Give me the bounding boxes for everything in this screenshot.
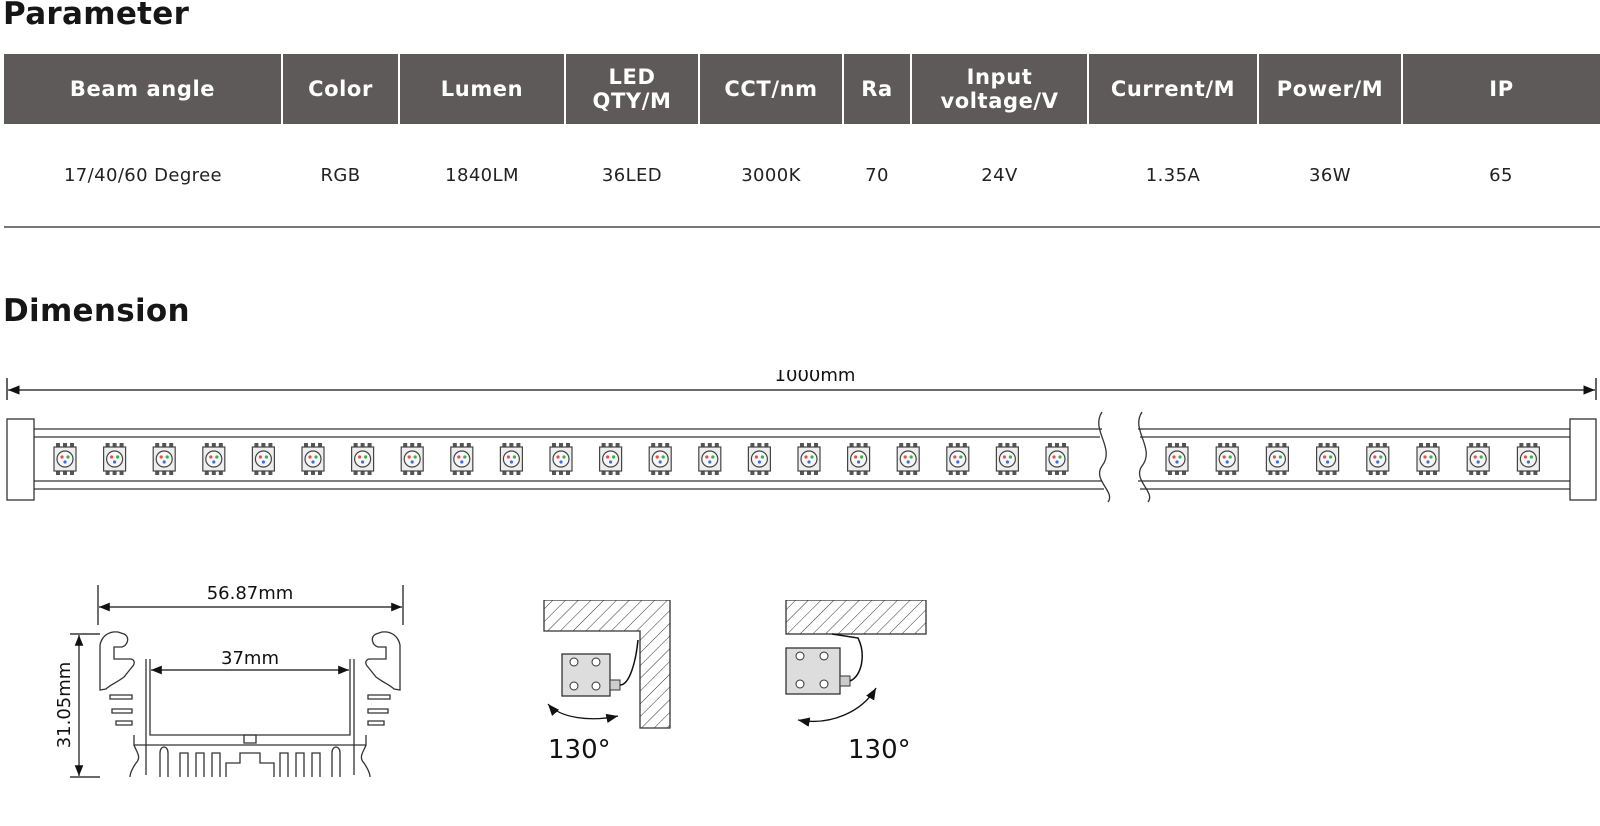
led-chip [1416, 443, 1440, 475]
cell-color: RGB [282, 124, 399, 228]
length-dimension: 1000mm [6, 370, 1597, 400]
cell-ip: 65 [1402, 124, 1600, 228]
header-current: Current/M [1088, 54, 1259, 124]
profile-height-label: 31.05mm [54, 662, 75, 749]
led-chip [846, 443, 871, 475]
length-label: 1000mm [775, 370, 856, 386]
wall-mount-drawing: 130° [543, 600, 671, 765]
parameter-section-title: Parameter [3, 0, 190, 32]
inner-width-label: 37mm [221, 648, 279, 669]
header-led-qty: LED QTY/M [565, 54, 700, 124]
ceiling-mount-drawing: 130° [785, 600, 927, 765]
led-chip [1516, 443, 1541, 475]
led-chip [400, 443, 424, 475]
led-chip [598, 443, 623, 475]
bar-right-segment [1138, 411, 1597, 503]
led-chip [301, 443, 325, 475]
angle-2-label: 130° [848, 735, 911, 765]
led-bar-drawing: 1000mm [6, 370, 1597, 503]
led-chip [102, 443, 127, 475]
inner-width-dimension: 37mm [151, 648, 349, 675]
profile-outline [99, 631, 401, 778]
table-header-row: Beam angle Color Lumen LED QTY/M CCT/nm … [4, 54, 1600, 124]
header-color: Color [282, 54, 400, 124]
led-chip [450, 443, 474, 475]
wall-hatch [543, 600, 671, 729]
cell-lumen: 1840LM [399, 124, 565, 228]
led-chip [995, 443, 1020, 475]
cell-cct: 3000K [699, 124, 843, 228]
dimension-section-title: Dimension [3, 293, 190, 329]
profile-width-dimension: 56.87mm [97, 585, 404, 625]
header-cct: CCT/nm [699, 54, 844, 124]
table-row: 17/40/60 Degree RGB 1840LM 36LED 3000K 7… [4, 124, 1600, 228]
header-power: Power/M [1258, 54, 1403, 124]
ceiling-hatch [785, 600, 927, 635]
parameter-table: Beam angle Color Lumen LED QTY/M CCT/nm … [4, 54, 1600, 228]
header-lumen: Lumen [399, 54, 566, 124]
led-chips [53, 443, 1541, 475]
led-chip [351, 443, 375, 475]
fixture-block-1 [561, 639, 639, 697]
rotation-arrow-2 [797, 687, 877, 727]
header-ip: IP [1402, 54, 1600, 124]
led-chip [1045, 443, 1069, 475]
cell-current: 1.35A [1088, 124, 1258, 228]
led-chip [499, 443, 523, 475]
cell-input-voltage: 24V [911, 124, 1088, 228]
led-chip [1215, 443, 1239, 475]
led-chip [648, 443, 672, 475]
led-chip [251, 443, 275, 475]
led-chip [747, 443, 772, 475]
led-chip [1366, 443, 1390, 475]
led-chip [549, 443, 573, 475]
profile-cross-section: 56.87mm 37mm 31.05mm [54, 585, 404, 778]
fixture-block-2 [785, 633, 863, 695]
profile-height-dimension: 31.05mm [54, 633, 100, 778]
led-chip [698, 443, 722, 475]
led-chip [152, 443, 176, 475]
cell-beam-angle: 17/40/60 Degree [4, 124, 282, 228]
profile-width-label: 56.87mm [207, 585, 294, 604]
cell-led-qty: 36LED [565, 124, 699, 228]
cell-ra: 70 [843, 124, 911, 228]
led-chip [202, 443, 226, 475]
led-chip [896, 443, 920, 475]
header-input-voltage: Input voltage/V [911, 54, 1089, 124]
header-ra: Ra [843, 54, 912, 124]
cell-power: 36W [1258, 124, 1402, 228]
led-chip [1315, 443, 1340, 475]
led-chip [1265, 443, 1290, 475]
rotation-arrow-1 [547, 703, 619, 724]
angle-1-label: 130° [548, 735, 611, 765]
bar-left-segment [6, 411, 1111, 503]
led-chip [1165, 443, 1189, 475]
led-chip [797, 443, 821, 475]
led-chip [946, 443, 970, 475]
header-beam-angle: Beam angle [4, 54, 283, 124]
led-chip [53, 443, 77, 475]
led-chip [1466, 443, 1490, 475]
